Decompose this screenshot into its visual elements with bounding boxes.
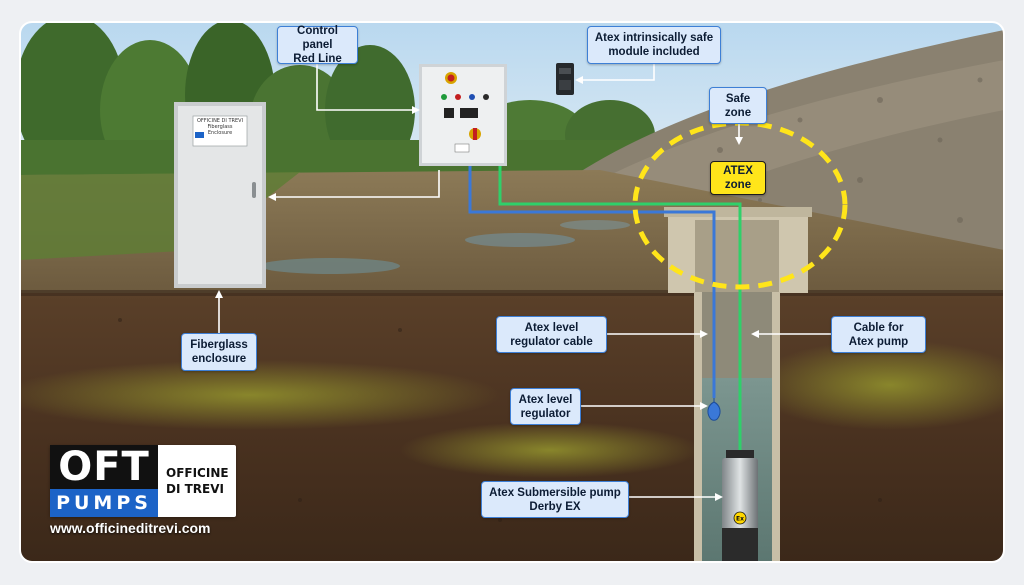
label-line: module included <box>608 46 700 58</box>
oft-pumps-logo: OFT PUMPS OFFICINE DI TREVI <box>50 445 236 517</box>
label-line: enclosure <box>191 353 247 365</box>
label-fiberglass-enclosure: Fiberglass enclosure <box>181 333 257 371</box>
enclosure-nameplate: OFFICINE DI TREVI Fiberglass Enclosure <box>195 118 245 136</box>
label-atex-zone: ATEX zone <box>710 161 766 195</box>
label-line: Atex pump <box>848 335 909 348</box>
level-regulator <box>707 398 721 421</box>
arrow-heads <box>215 76 759 501</box>
logo-company-name: OFFICINE DI TREVI <box>158 465 236 497</box>
label-line: Atex Submersible pump <box>489 486 621 499</box>
annotation-arrows <box>218 64 831 498</box>
puddle <box>260 258 400 274</box>
label-line: zone <box>724 106 752 119</box>
enclosure-nameplate-line2: Fiberglass Enclosure <box>207 124 233 136</box>
atex-ex-badge <box>733 511 747 525</box>
label-atex-module: Atex intrinsically safe module included <box>587 26 721 64</box>
clay-layer <box>400 422 700 478</box>
puddle <box>465 233 575 247</box>
fiberglass-enclosure <box>174 102 266 288</box>
label-line: Atex level <box>524 321 579 334</box>
label-line: Safe <box>725 92 751 105</box>
pump-cable <box>498 166 742 455</box>
label-line: Atex intrinsically safe <box>594 32 714 44</box>
enclosure-nameplate-line1: OFFICINE DI TREVI <box>196 118 244 124</box>
label-line: Cable for <box>853 321 904 334</box>
puddle <box>560 220 630 230</box>
label-line: Fiberglass <box>190 339 248 351</box>
level-regulator-cable <box>468 166 716 398</box>
logo-line2: DI TREVI <box>166 482 224 496</box>
logo-line1: OFFICINE <box>166 466 229 480</box>
label-safe-zone: Safe zone <box>709 87 767 124</box>
submersible-pump: Ex <box>722 450 758 562</box>
atex-module <box>556 63 574 95</box>
pump-ex-label: Ex <box>736 516 744 523</box>
control-panel-cabinet <box>419 64 507 166</box>
label-line: regulator <box>520 407 571 420</box>
label-control-panel: Control panel Red Line <box>277 25 358 65</box>
clay-layer <box>750 340 1004 430</box>
label-level-regulator: Atex level regulator <box>510 388 581 425</box>
label-line: Atex level <box>518 393 573 406</box>
logo-top-text: OFT <box>50 445 158 489</box>
logo-mark: OFT PUMPS <box>50 445 158 517</box>
label-submersible-pump: Atex Submersible pump Derby EX <box>481 481 629 518</box>
label-level-regulator-cable: Atex level regulator cable <box>496 316 607 353</box>
website-url[interactable]: www.officineditrevi.com <box>50 520 211 536</box>
logo-bottom-text: PUMPS <box>50 489 158 517</box>
label-pump-cable: Cable for Atex pump <box>831 316 926 353</box>
clay-layer <box>20 360 500 430</box>
label-line: Derby EX <box>529 500 581 513</box>
label-line: Control panel <box>297 25 338 51</box>
label-line: Red Line <box>293 53 342 65</box>
label-line: regulator cable <box>510 335 593 348</box>
label-line: zone <box>724 179 752 191</box>
label-line: ATEX <box>723 165 753 177</box>
